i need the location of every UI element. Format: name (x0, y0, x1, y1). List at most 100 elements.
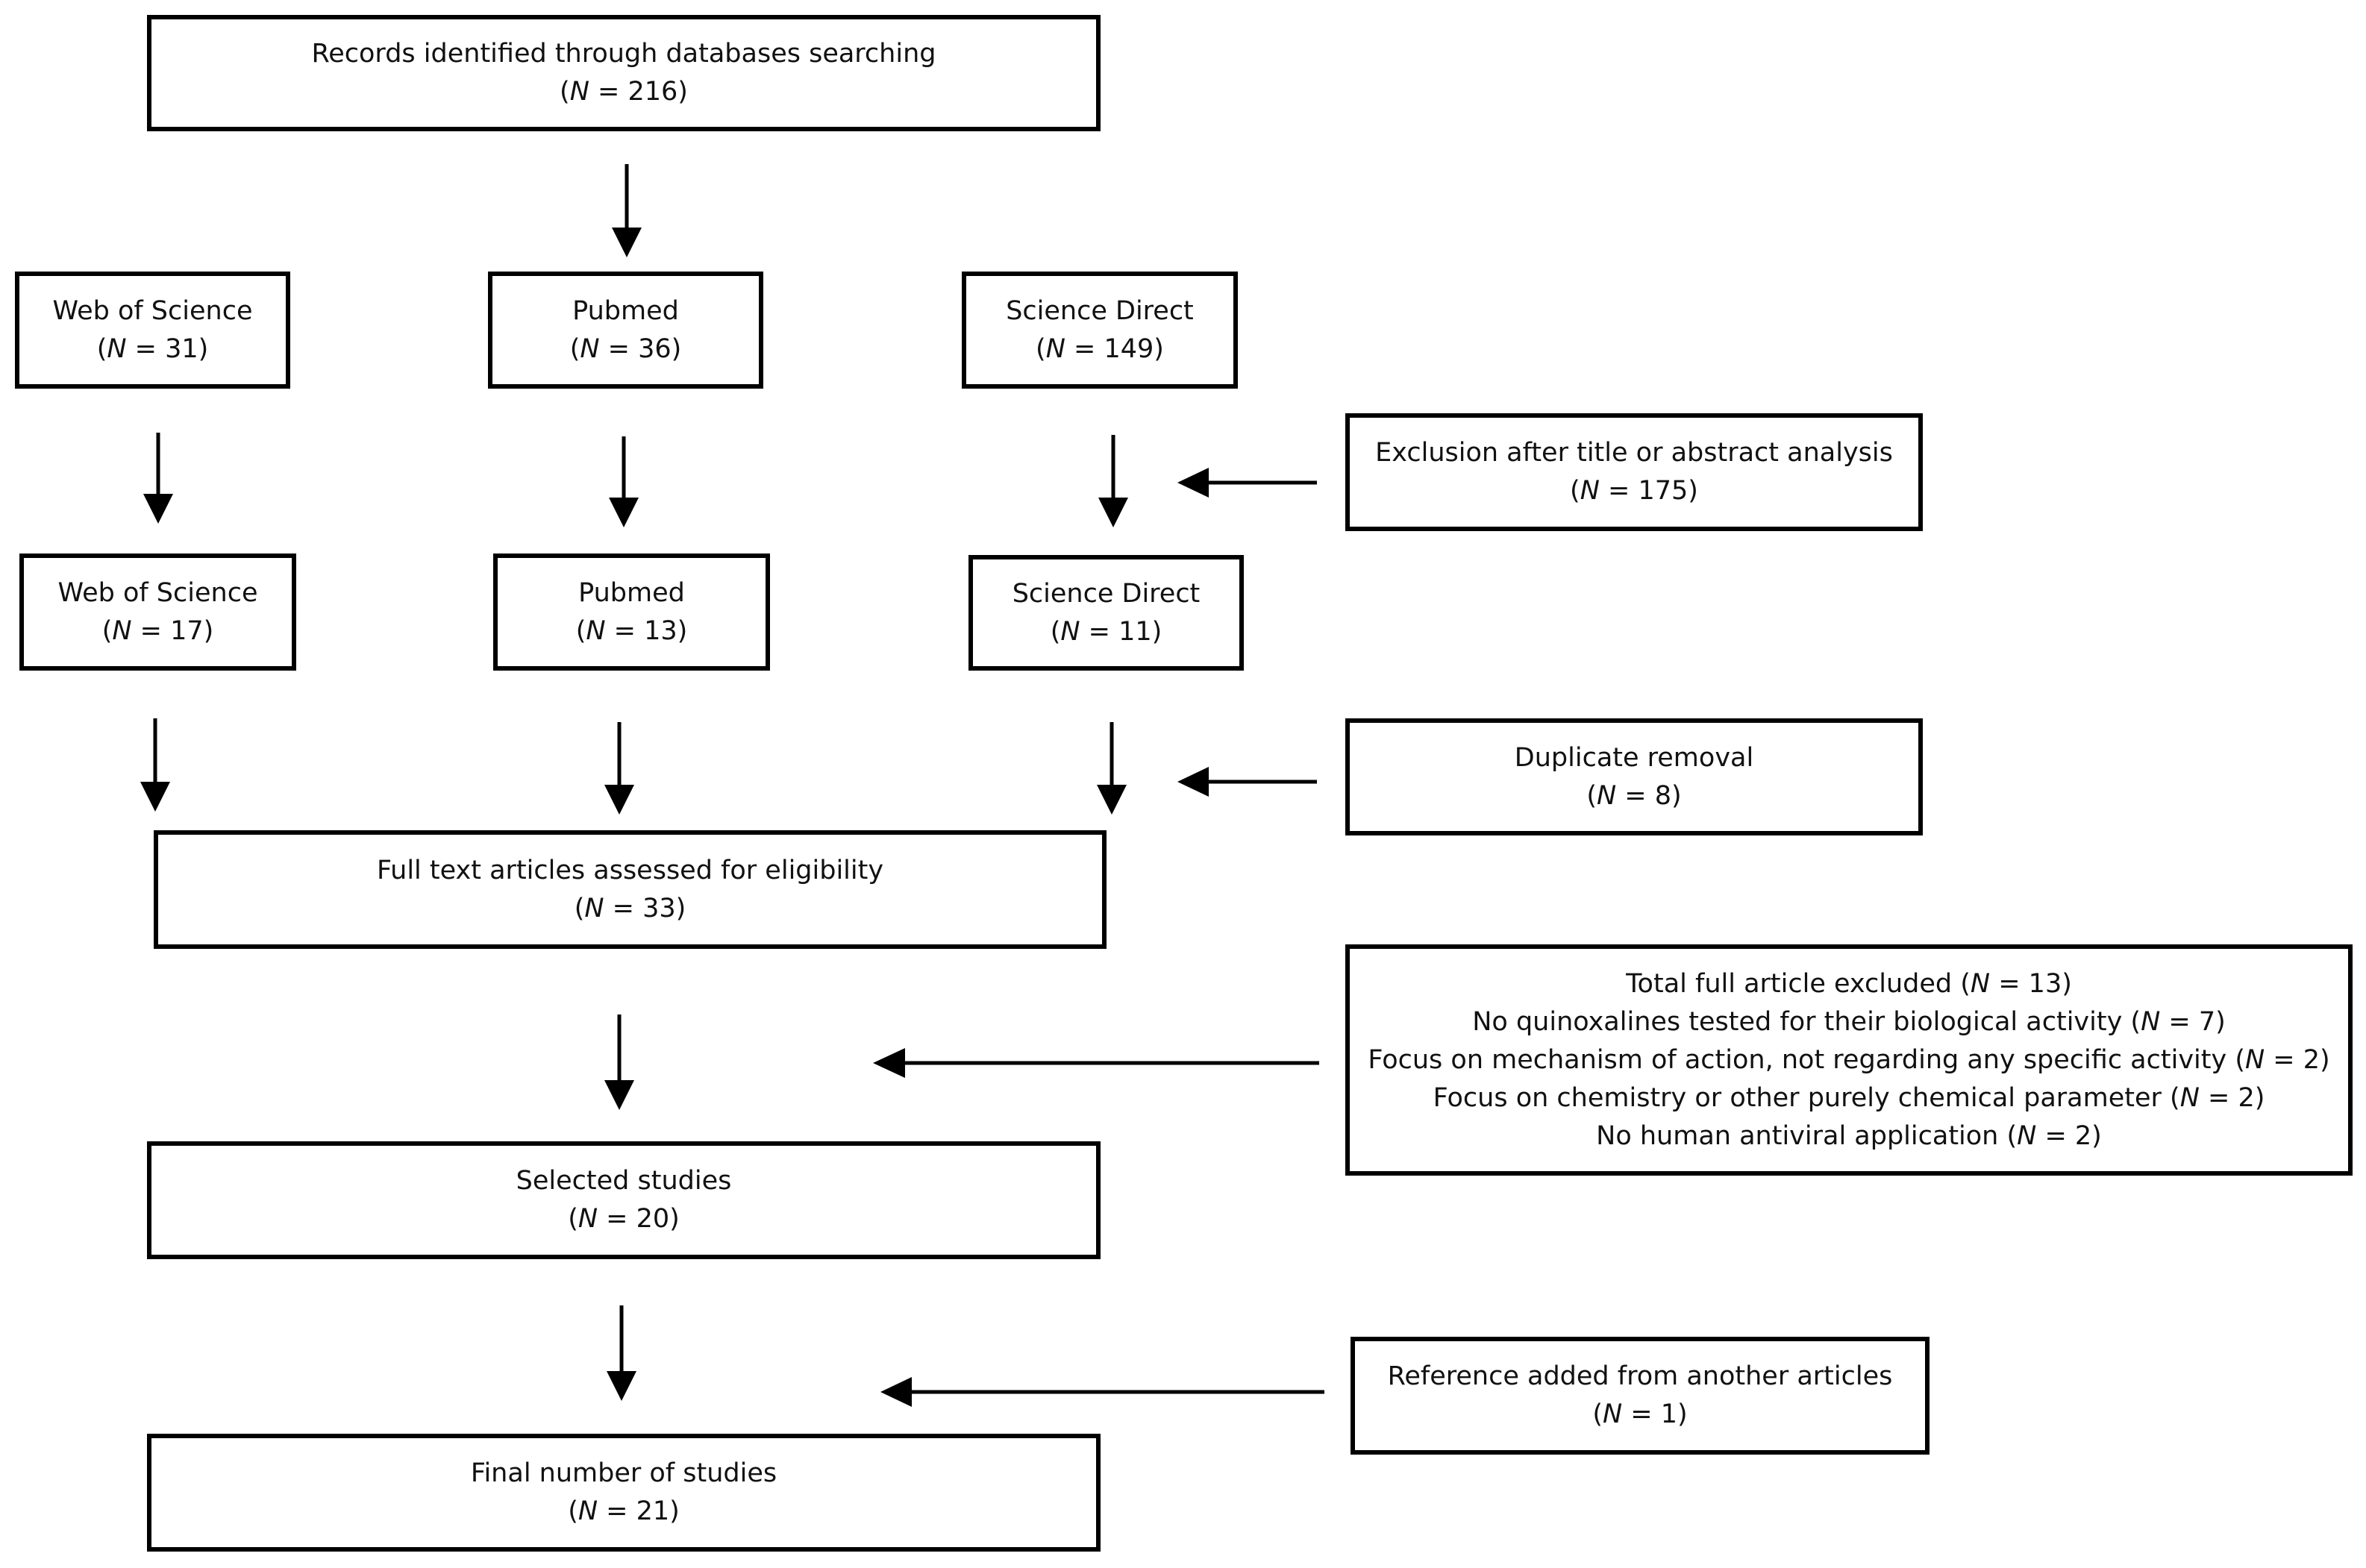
count-prefix: ( (1570, 476, 1580, 506)
web-of-science-box-1: Web of Science (N = 31) (15, 272, 290, 389)
count-symbol: N (1580, 476, 1600, 506)
web-of-science-box-2: Web of Science (N = 17) (19, 553, 296, 671)
box-line: (N = 20) (568, 1200, 680, 1238)
count-prefix: ( (568, 1496, 578, 1526)
count-symbol: N (1045, 333, 1065, 364)
final-number-box: Final number of studies (N = 21) (147, 1434, 1101, 1552)
count-symbol: N (2141, 1006, 2161, 1037)
count-value: = 2) (2265, 1044, 2330, 1075)
count-prefix: No quinoxalines tested for their biologi… (1472, 1006, 2141, 1037)
box-line: (N = 21) (568, 1493, 680, 1531)
box-line: (N = 36) (570, 330, 682, 369)
count-symbol: N (578, 1496, 598, 1526)
count-prefix: Total full article excluded ( (1626, 968, 1971, 999)
count-prefix: Focus on chemistry or other purely chemi… (1433, 1082, 2180, 1113)
box-line: Pubmed (578, 577, 685, 608)
pubmed-box-2: Pubmed (N = 13) (493, 553, 770, 671)
pubmed-box-1: Pubmed (N = 36) (488, 272, 763, 389)
count-prefix: ( (101, 615, 113, 646)
count-value: = 11) (1080, 616, 1162, 647)
count-prefix: ( (560, 77, 570, 107)
count-symbol: N (578, 1204, 598, 1234)
box-line: Selected studies (516, 1166, 732, 1196)
count-value: = 8) (1616, 780, 1682, 811)
selected-studies-box: Selected studies (N = 20) (147, 1141, 1101, 1259)
full-article-excluded-box: Total full article excluded (N = 13)No q… (1345, 944, 2353, 1176)
box-line: Web of Science (52, 295, 253, 326)
count-prefix: ( (1036, 333, 1046, 364)
reference-added-box: Reference added from another articles (N … (1351, 1337, 1930, 1455)
count-symbol: N (569, 77, 589, 107)
box-line: (N = 8) (1586, 777, 1681, 815)
count-prefix: ( (1586, 780, 1597, 811)
box-line: Final number of studies (470, 1458, 777, 1488)
box-line: (N = 13) (576, 612, 688, 650)
count-symbol: N (2244, 1044, 2265, 1075)
box-line: Web of Science (57, 577, 258, 608)
count-value: = 21) (598, 1496, 680, 1526)
box-line: Pubmed (572, 295, 679, 326)
count-symbol: N (584, 893, 604, 923)
box-line: Focus on chemistry or other purely chemi… (1433, 1079, 2265, 1117)
count-symbol: N (107, 333, 127, 364)
box-line: Records identified through databases sea… (311, 39, 936, 69)
box-line: No quinoxalines tested for their biologi… (1472, 1003, 2226, 1041)
box-line: (N = 149) (1036, 330, 1164, 369)
count-value: = 7) (2160, 1006, 2226, 1037)
count-prefix: ( (568, 1204, 578, 1234)
count-value: = 149) (1065, 333, 1164, 364)
box-line: Duplicate removal (1514, 742, 1754, 773)
box-line: (N = 216) (560, 73, 688, 111)
count-prefix: Focus on mechanism of action, not regard… (1368, 1044, 2245, 1075)
count-symbol: N (1602, 1399, 1623, 1429)
count-prefix: No human antiviral application ( (1596, 1120, 2018, 1151)
count-prefix: ( (569, 333, 580, 364)
box-line: No human antiviral application (N = 2) (1596, 1117, 2102, 1155)
count-value: = 175) (1599, 476, 1698, 506)
box-line: Full text articles assessed for eligibil… (376, 855, 884, 885)
full-text-assessed-box: Full text articles assessed for eligibil… (154, 830, 1107, 949)
count-prefix: ( (574, 893, 585, 923)
science-direct-box-2: Science Direct (N = 11) (968, 555, 1244, 671)
box-line: Reference added from another articles (1387, 1361, 1893, 1391)
count-prefix: ( (96, 333, 107, 364)
count-symbol: N (1060, 616, 1080, 647)
box-line: Total full article excluded (N = 13) (1626, 965, 2072, 1003)
science-direct-box-1: Science Direct (N = 149) (962, 272, 1238, 389)
count-prefix: ( (575, 615, 586, 646)
records-identified-box: Records identified through databases sea… (147, 15, 1101, 131)
box-line: (N = 31) (97, 330, 209, 369)
title-abstract-exclusion-box: Exclusion after title or abstract analys… (1345, 413, 1923, 531)
box-line: Science Direct (1012, 578, 1201, 609)
count-value: = 13) (605, 615, 688, 646)
box-line: (N = 17) (102, 612, 214, 650)
count-value: = 13) (1990, 968, 2072, 999)
count-symbol: N (586, 615, 606, 646)
box-line: (N = 1) (1592, 1396, 1687, 1434)
box-line: Focus on mechanism of action, not regard… (1368, 1041, 2329, 1079)
box-line: Exclusion after title or abstract analys… (1375, 438, 1893, 468)
count-value: = 33) (604, 893, 686, 923)
count-value: = 1) (1622, 1399, 1688, 1429)
box-line: Science Direct (1006, 295, 1194, 326)
count-symbol: N (580, 333, 600, 364)
duplicate-removal-box: Duplicate removal (N = 8) (1345, 718, 1923, 835)
count-prefix: ( (1050, 616, 1061, 647)
count-symbol: N (112, 615, 132, 646)
count-value: = 2) (2036, 1120, 2102, 1151)
count-symbol: N (2017, 1120, 2037, 1151)
count-symbol: N (1970, 968, 1991, 999)
box-line: (N = 11) (1051, 613, 1162, 651)
box-line: (N = 33) (575, 890, 686, 928)
count-prefix: ( (1592, 1399, 1603, 1429)
count-value: = 36) (599, 333, 682, 364)
box-line: (N = 175) (1570, 472, 1698, 510)
count-value: = 216) (589, 77, 688, 107)
count-value: = 2) (2199, 1082, 2265, 1113)
count-symbol: N (1596, 780, 1617, 811)
count-value: = 17) (131, 615, 214, 646)
count-symbol: N (2179, 1082, 2200, 1113)
count-value: = 20) (598, 1204, 680, 1234)
count-value: = 31) (126, 333, 209, 364)
